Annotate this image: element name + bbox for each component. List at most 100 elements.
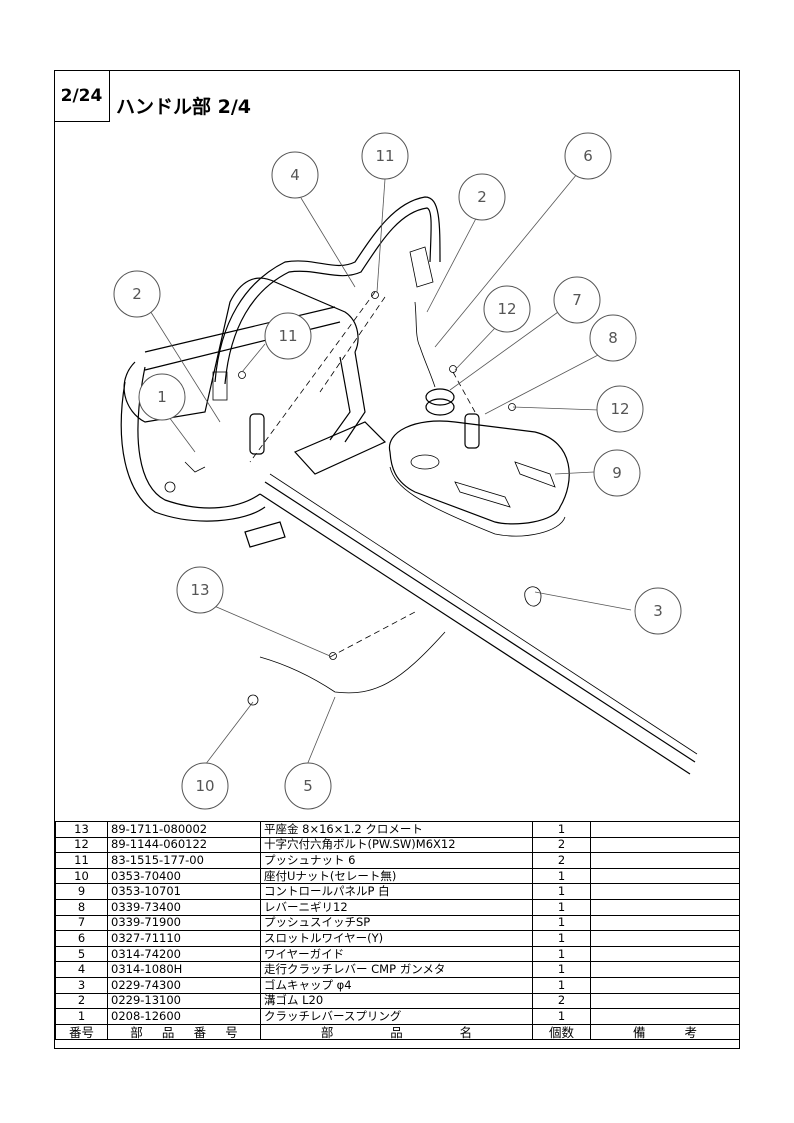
part-number-index: 8	[55, 898, 108, 916]
svg-text:2: 2	[132, 285, 142, 303]
part-name: 溝ゴム L20	[260, 992, 533, 1010]
svg-text:11: 11	[278, 327, 297, 345]
fasteners	[164, 291, 516, 706]
svg-text:12: 12	[610, 400, 629, 418]
part-code: 0327-71110	[107, 930, 261, 947]
part-code: 0314-1080H	[107, 961, 261, 978]
part-quantity: 1	[532, 914, 591, 932]
part-number-index: 3	[55, 976, 108, 994]
part-name: コントロールパネルP 白	[260, 883, 533, 900]
callout-3: 3	[634, 587, 682, 635]
callout-13: 13	[176, 566, 224, 614]
callout-8: 8	[589, 314, 637, 362]
header-part-number: 部品番号	[107, 1023, 261, 1041]
part-quantity: 1	[532, 1008, 591, 1025]
callout-10: 10	[181, 762, 229, 810]
part-code: 0229-13100	[107, 992, 261, 1010]
part-quantity: 2	[532, 992, 591, 1010]
header-quantity: 個数	[532, 1023, 591, 1041]
part-number-index: 7	[55, 914, 108, 932]
svg-text:1: 1	[157, 388, 167, 406]
svg-text:8: 8	[608, 329, 618, 347]
callout-5: 5	[284, 762, 332, 810]
callout-7: 7	[553, 276, 601, 324]
wires	[259, 301, 542, 694]
part-number-index: 4	[55, 961, 108, 978]
part-number-index: 13	[55, 821, 108, 838]
part-remarks	[590, 898, 740, 916]
part-remarks	[590, 852, 740, 869]
part-remarks	[590, 914, 740, 932]
callout-11-mid: 11	[264, 312, 312, 360]
part-code: 89-1144-060122	[107, 836, 261, 854]
part-number-index: 11	[55, 852, 108, 869]
svg-text:9: 9	[612, 464, 622, 482]
part-name: レバーニギリ12	[260, 898, 533, 916]
part-remarks	[590, 945, 740, 963]
part-quantity: 1	[532, 883, 591, 900]
part-name: 座付Uナット(セレート無)	[260, 867, 533, 885]
clutch-lever	[212, 196, 441, 401]
part-code: 0339-71900	[107, 914, 261, 932]
part-number-index: 5	[55, 945, 108, 963]
svg-text:11: 11	[375, 147, 394, 165]
part-code: 89-1711-080002	[107, 821, 261, 838]
header-remarks-label: 備考	[632, 1024, 697, 1040]
part-name: プッシュスイッチSP	[260, 914, 533, 932]
part-code: 0229-74300	[107, 976, 261, 994]
part-code: 0353-70400	[107, 867, 261, 885]
header-part-name-label: 部品名	[320, 1024, 473, 1040]
page-frame	[54, 70, 740, 1049]
svg-text:13: 13	[190, 581, 209, 599]
svg-text:2: 2	[477, 188, 487, 206]
leader-lines	[141, 173, 632, 766]
header-number: 番号	[55, 1023, 108, 1041]
part-name: クラッチレバースプリング	[260, 1008, 533, 1025]
part-remarks	[590, 930, 740, 947]
callout-4: 4	[271, 151, 319, 199]
header-remarks: 備考	[590, 1023, 740, 1041]
part-name: ゴムキャップ φ4	[260, 976, 533, 994]
svg-text:6: 6	[583, 147, 593, 165]
part-name: 十字穴付六角ボルト(PW.SW)M6X12	[260, 836, 533, 854]
part-quantity: 1	[532, 821, 591, 838]
svg-text:7: 7	[572, 291, 582, 309]
handle-shaft	[259, 421, 698, 775]
page-number-badge: 2/24	[54, 70, 110, 122]
part-remarks	[590, 836, 740, 854]
exploded-parts-diagram: 11 6 4 2 12 7 2 11 8 1 12 9 3 13 10 5	[113, 132, 698, 810]
page-title: ハンドル部 2/4	[116, 96, 251, 118]
callout-1: 1	[138, 373, 186, 421]
part-quantity: 1	[532, 930, 591, 947]
part-remarks	[590, 992, 740, 1010]
part-name: 走行クラッチレバー CMP ガンメタ	[260, 961, 533, 978]
part-number-index: 9	[55, 883, 108, 900]
svg-text:4: 4	[290, 166, 300, 184]
table-header-row: 番号 部品番号 部品名 個数 備考	[55, 1023, 740, 1041]
part-quantity: 1	[532, 867, 591, 885]
part-quantity: 1	[532, 898, 591, 916]
part-remarks	[590, 961, 740, 978]
part-name: プッシュナット 6	[260, 852, 533, 869]
lever-knobs	[244, 388, 480, 548]
svg-text:12: 12	[497, 300, 516, 318]
part-code: 83-1515-177-00	[107, 852, 261, 869]
callout-2-left: 2	[113, 270, 161, 318]
assembly-lines	[249, 291, 476, 658]
callout-12-top: 12	[483, 285, 531, 333]
part-quantity: 1	[532, 961, 591, 978]
callout-2-right: 2	[458, 173, 506, 221]
part-quantity: 1	[532, 945, 591, 963]
part-quantity: 1	[532, 976, 591, 994]
callout-12-right: 12	[596, 385, 644, 433]
